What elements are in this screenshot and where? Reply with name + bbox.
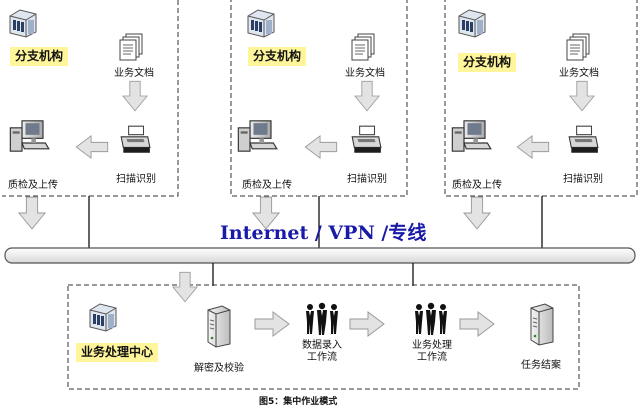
branch-2-docs-label: 业务文档 (345, 68, 385, 79)
data-entry-people-icon (306, 302, 338, 335)
branch-3-title: 分支机构 (458, 53, 517, 72)
branch-3-docs-label: 业务文档 (559, 68, 599, 79)
branch-1-documents-icon (119, 33, 143, 61)
branch-2-scan-label: 扫描识别 (347, 174, 387, 185)
branch-1-scan-label: 扫描识别 (116, 174, 156, 185)
branch-3-qc-label: 质检及上传 (452, 180, 502, 191)
branch-3-arrow-scanner-to-pc (516, 135, 550, 159)
branch-2-documents-icon (351, 33, 375, 61)
center-frame (67, 284, 580, 390)
branch-2-arrow-docs-to-scanner (354, 80, 380, 112)
closure-server-icon (530, 303, 554, 346)
arrow-entry-to-processing (349, 311, 385, 337)
processing-people-icon (415, 302, 447, 335)
arrow-decrypt-to-entry (254, 311, 290, 337)
branch-1-frame (2, 0, 179, 197)
branch-2-arrow-scanner-to-pc (304, 135, 338, 159)
branch-1-docs-label: 业务文档 (114, 68, 154, 79)
branch-1-title: 分支机构 (10, 47, 69, 66)
branch-2-frame (230, 0, 408, 197)
processing-label: 业务处理 工作流 (412, 340, 452, 363)
branch-2-qc-label: 质检及上传 (242, 180, 292, 191)
decrypt-server-icon (207, 305, 231, 348)
branch-1-scanner-icon (120, 125, 151, 154)
branch-2-building-icon (247, 9, 275, 38)
closure-label: 任务结案 (521, 360, 561, 371)
network-bus (4, 247, 636, 264)
data-entry-label: 数据录入 工作流 (302, 340, 342, 363)
arrow-processing-to-closure (459, 311, 495, 337)
branch-3-computer-icon (451, 120, 492, 152)
branch-3-frame (444, 0, 638, 197)
branch-3-scanner-icon (568, 125, 599, 154)
branch-3-scan-label: 扫描识别 (563, 174, 603, 185)
branch-1-computer-icon (9, 120, 50, 152)
branch-3-upload-arrow (463, 196, 491, 230)
branch-3-building-icon (458, 9, 486, 38)
center-download-arrow (172, 271, 198, 303)
branch-3-arrow-docs-to-scanner (569, 80, 595, 112)
center-title: 业务处理中心 (76, 343, 159, 362)
branch-1-building-icon (9, 9, 37, 38)
branch-1-qc-label: 质检及上传 (8, 180, 58, 191)
branch-1-arrow-scanner-to-pc (75, 135, 109, 159)
figure-caption: 图5：集中作业模式 (259, 397, 338, 407)
branch-2-computer-icon (237, 120, 278, 152)
branch-2-scanner-icon (351, 125, 382, 154)
branch-1-upload-arrow (18, 196, 46, 230)
branch-1-arrow-docs-to-scanner (122, 80, 148, 112)
decrypt-label: 解密及校验 (194, 363, 244, 374)
branch-3-documents-icon (566, 33, 590, 61)
center-building-icon (89, 303, 117, 332)
network-label: Internet / VPN /专线 (220, 222, 427, 244)
branch-2-title: 分支机构 (248, 47, 307, 66)
